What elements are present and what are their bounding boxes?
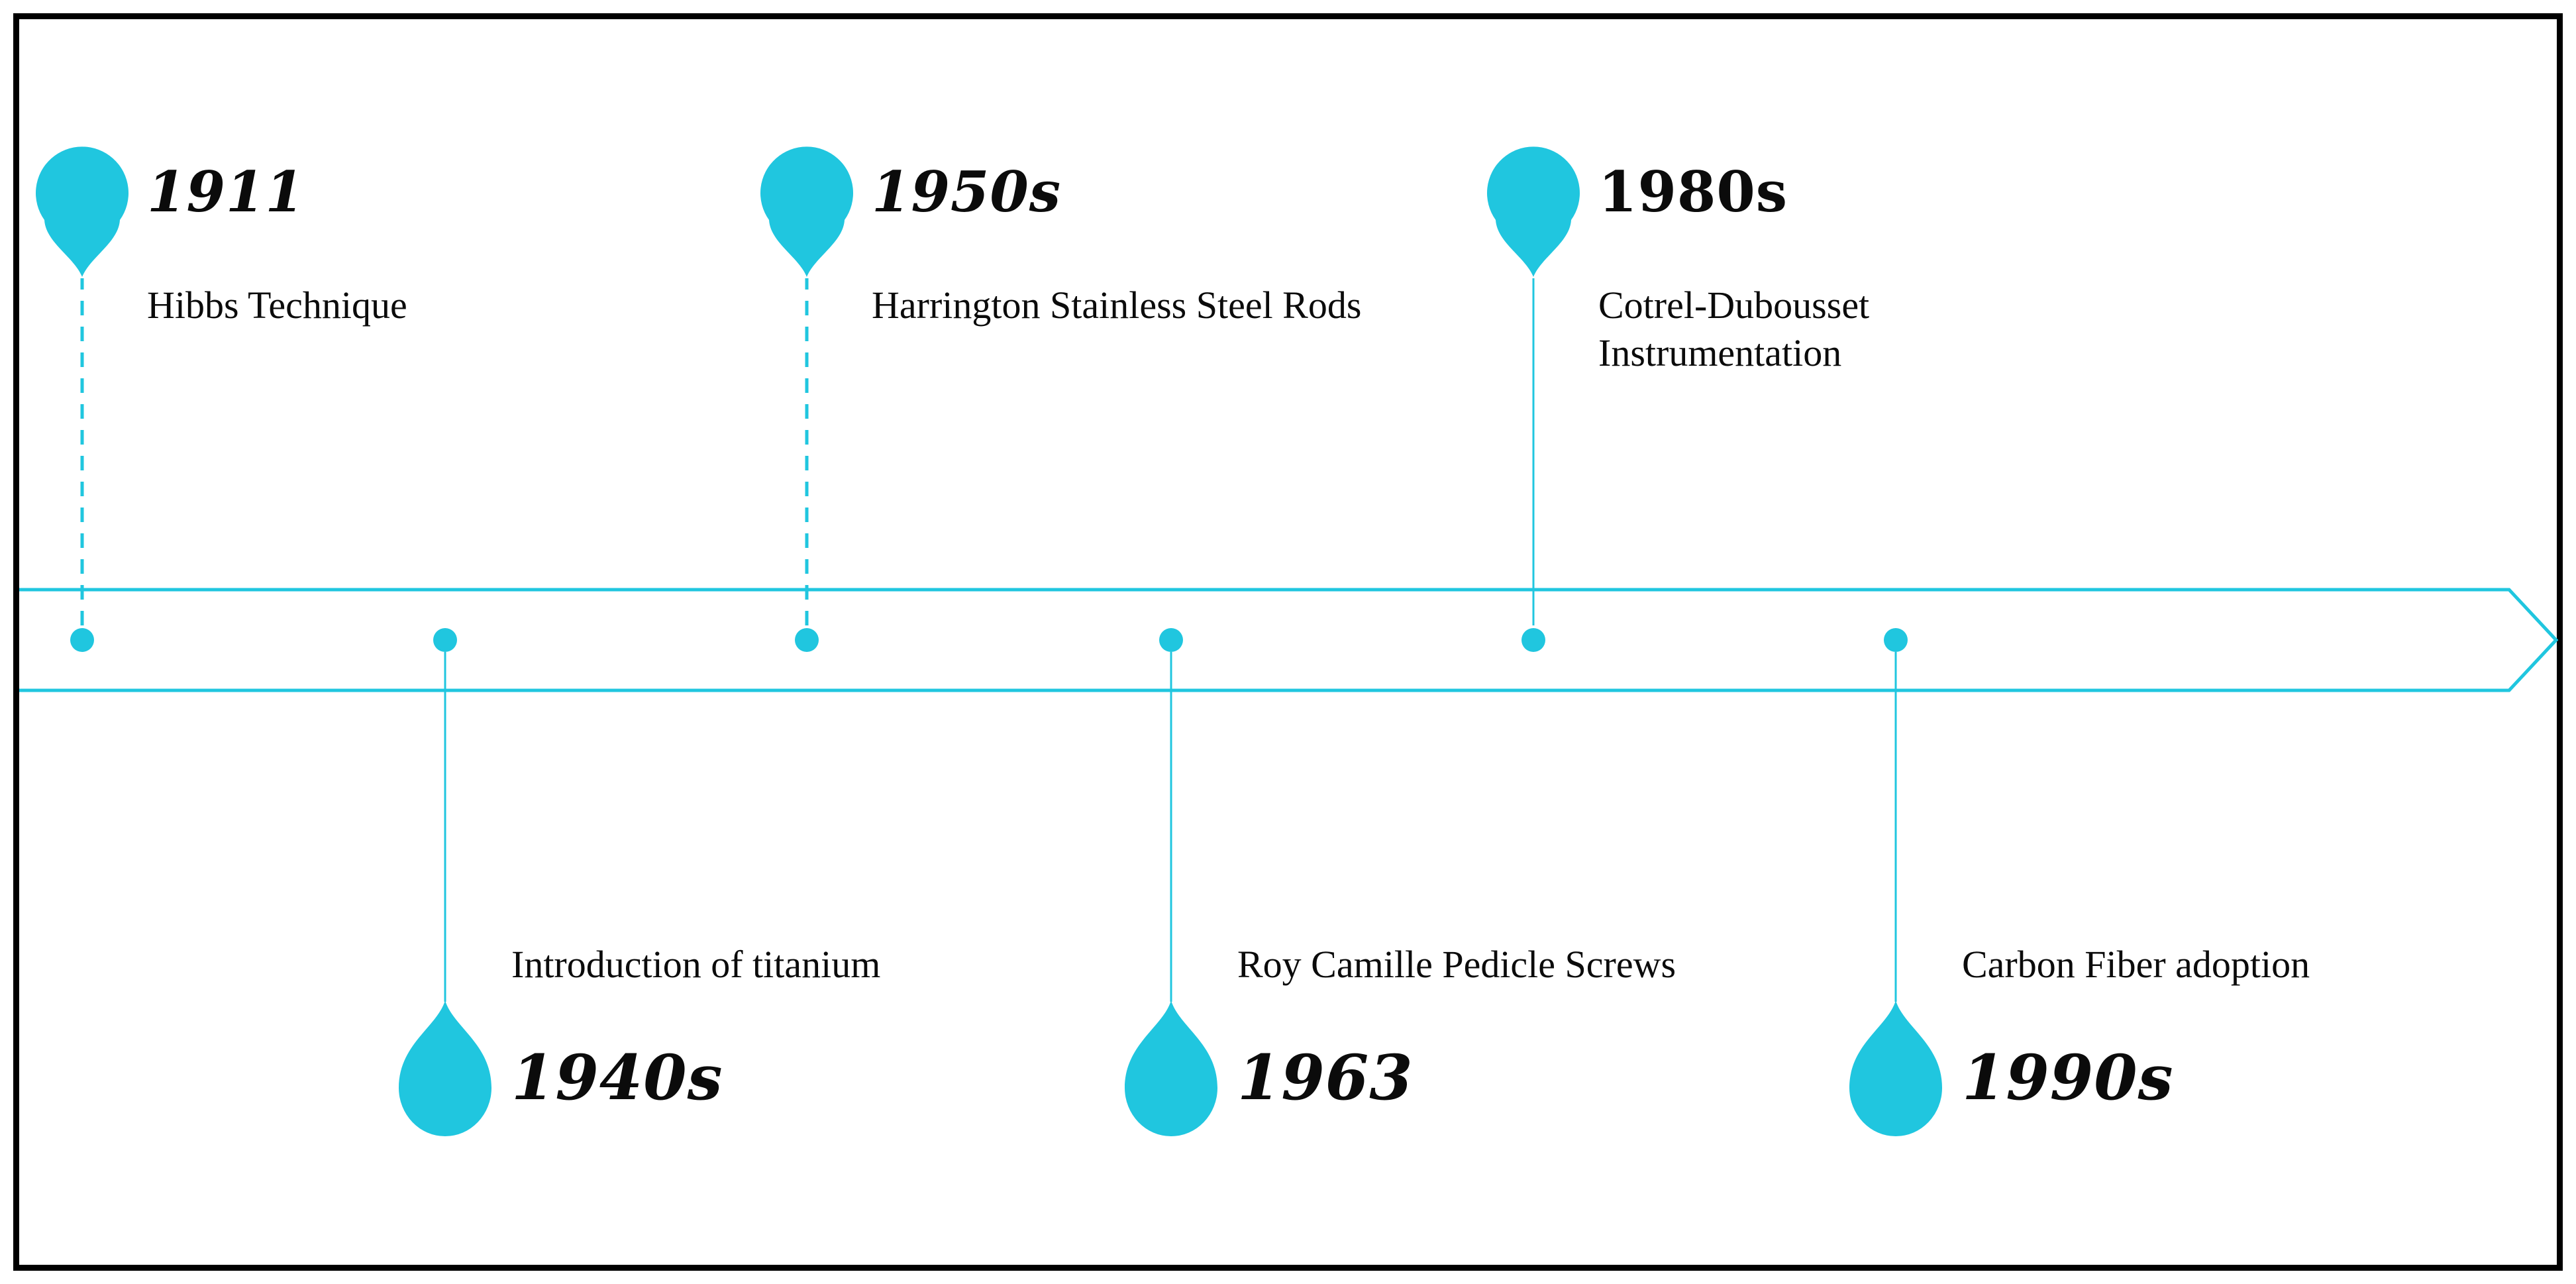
timeline-dot-1980s bbox=[1521, 628, 1545, 652]
event-label-1940s: Introduction of titanium bbox=[511, 943, 881, 986]
timeline-dot-1950s bbox=[795, 628, 819, 652]
marker-1963 bbox=[1125, 628, 1217, 1136]
event-1980s: 1980s Cotrel-Dubousset Instrumentation bbox=[1598, 164, 2022, 377]
marker-1990s bbox=[1849, 628, 1942, 1136]
droplet-marker-1940s bbox=[399, 1000, 491, 1136]
balloon-marker-1911 bbox=[35, 146, 129, 277]
marker-1980s bbox=[1487, 146, 1580, 652]
event-1990s: Carbon Fiber adoption 1990s bbox=[1962, 941, 2310, 1109]
event-year-1940s: 1940s bbox=[511, 1042, 723, 1114]
event-label-1990s: Carbon Fiber adoption bbox=[1962, 943, 2310, 986]
event-label-1980s: Cotrel-Dubousset Instrumentation bbox=[1598, 284, 1870, 374]
event-label-1911: Hibbs Technique bbox=[147, 284, 407, 327]
droplet-marker-1963 bbox=[1125, 1000, 1217, 1136]
event-year-1980s: 1980s bbox=[1598, 159, 1788, 225]
event-year-1963: 1963 bbox=[1237, 1042, 1414, 1114]
marker-1950s bbox=[760, 146, 853, 652]
timeline-dot-1911 bbox=[70, 628, 94, 652]
marker-1940s bbox=[399, 628, 491, 1136]
event-label-1963: Roy Camille Pedicle Screws bbox=[1237, 943, 1676, 986]
timeline-dot-1940s bbox=[433, 628, 457, 652]
event-1963: Roy Camille Pedicle Screws 1963 bbox=[1237, 941, 1676, 1109]
marker-1911 bbox=[35, 146, 129, 652]
event-label-1950s: Harrington Stainless Steel Rods bbox=[872, 284, 1362, 327]
timeline-arrow-band bbox=[19, 588, 2559, 692]
event-1940s: Introduction of titanium 1940s bbox=[511, 941, 880, 1109]
balloon-marker-1950s bbox=[760, 146, 853, 277]
timeline-dot-1990s bbox=[1884, 628, 1908, 652]
timeline-dot-1963 bbox=[1159, 628, 1183, 652]
event-1950s: 1950s Harrington Stainless Steel Rods bbox=[872, 164, 1388, 329]
droplet-marker-1990s bbox=[1849, 1000, 1942, 1136]
event-year-1950s: 1950s bbox=[872, 159, 1062, 225]
balloon-marker-1980s bbox=[1487, 146, 1580, 277]
event-year-1990s: 1990s bbox=[1962, 1042, 2174, 1114]
event-year-1911: 1911 bbox=[147, 159, 305, 225]
event-1911: 1911 Hibbs Technique bbox=[147, 164, 690, 329]
